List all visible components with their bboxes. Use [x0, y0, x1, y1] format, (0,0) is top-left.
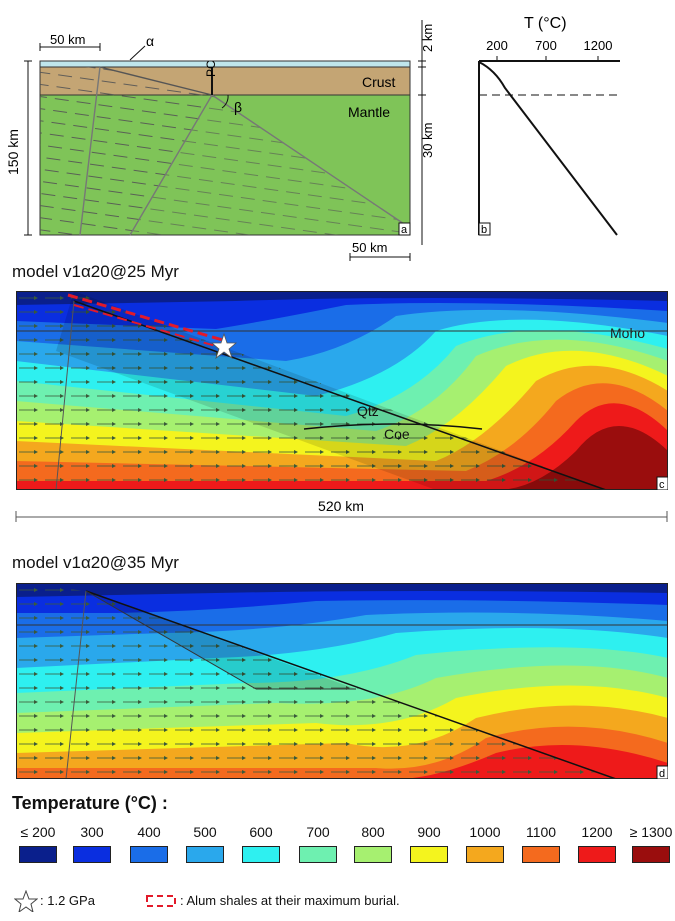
slab-left-line-c [55, 300, 75, 490]
slab-top-line [99, 66, 213, 96]
legend-label: ≤ 200 [20, 824, 56, 840]
star-footnote: : 1.2 GPa [40, 893, 95, 908]
panel-b-letter: b [481, 224, 487, 236]
legend-swatch [19, 846, 57, 863]
legend-label: 300 [80, 824, 104, 840]
legend-title: Temperature (°C) : [12, 793, 168, 813]
thickness-30-label: 30 km [420, 123, 435, 158]
width-label: 520 km [318, 498, 364, 514]
legend-label: 900 [417, 824, 441, 840]
legend-swatch [73, 846, 111, 863]
model-c-title: model v1α20@25 Myr [12, 262, 179, 281]
geotherm-curve [478, 61, 618, 236]
slab-top-line-d [85, 590, 617, 779]
model-d-title: model v1α20@35 Myr [12, 553, 179, 572]
star-icon [14, 890, 38, 912]
legend-label: ≥ 1300 [629, 824, 673, 840]
panel-c-letter: c [659, 479, 665, 490]
width-scale: 520 km [15, 498, 668, 522]
legend-label: 1100 [525, 824, 557, 840]
panel-d-letter: d [659, 768, 665, 779]
alum-shales-marker [67, 293, 227, 343]
qtz-coe-transition [303, 423, 483, 430]
panel-a-setup: 50 km α β PC Crust Mantle 150 km 50 km 2… [5, 20, 435, 261]
legend-swatch [186, 846, 224, 863]
tick-1200: 1200 [584, 38, 613, 53]
alum-shale-icon [146, 895, 176, 907]
moho-label: Moho [610, 325, 645, 341]
beta-label: β [234, 99, 242, 115]
legend-label: 1200 [581, 824, 613, 840]
legend-label: 800 [361, 824, 385, 840]
tick-200: 200 [486, 38, 508, 53]
mantle-label: Mantle [348, 104, 390, 120]
slab-top-line-c [73, 300, 607, 490]
model-d-temperature-field: d [16, 583, 668, 779]
crust-label: Crust [362, 74, 396, 90]
slab-dip-line [211, 94, 411, 229]
model-c-temperature-field: Moho Qtz Coe c [16, 291, 668, 490]
legend-swatch [130, 846, 168, 863]
pressure-star-marker [210, 332, 238, 360]
legend-label: 600 [249, 824, 273, 840]
legend-swatch [242, 846, 280, 863]
legend-swatch [578, 846, 616, 863]
scale-bottom-label: 50 km [352, 240, 387, 255]
left-boundary-line [79, 66, 101, 236]
pc-label: PC [204, 60, 218, 77]
legend-label: 400 [137, 824, 161, 840]
legend-swatch [410, 846, 448, 863]
coe-label: Coe [384, 426, 410, 442]
legend-label: 500 [193, 824, 217, 840]
legend-swatch [632, 846, 670, 863]
alpha-label: α [146, 33, 154, 49]
legend-label: 700 [306, 824, 330, 840]
legend-swatch [522, 846, 560, 863]
tick-700: 700 [535, 38, 557, 53]
temperature-axis-title: T (°C) [524, 15, 567, 32]
legend-swatch [299, 846, 337, 863]
depth-150-label: 150 km [5, 129, 21, 175]
legend-swatch [354, 846, 392, 863]
scale-left-label: 50 km [50, 32, 85, 47]
shale-footnote: : Alum shales at their maximum burial. [180, 893, 400, 908]
panel-a-letter: a [401, 224, 408, 236]
qtz-label: Qtz [357, 403, 379, 419]
legend-swatch [466, 846, 504, 863]
thickness-2-label: 2 km [420, 24, 435, 52]
slab-base-line [129, 94, 213, 236]
panel-b-geotherm: T (°C) 200 700 1200 b [478, 15, 620, 236]
slab-left-line-d [65, 590, 87, 779]
legend-label: 1000 [469, 824, 501, 840]
